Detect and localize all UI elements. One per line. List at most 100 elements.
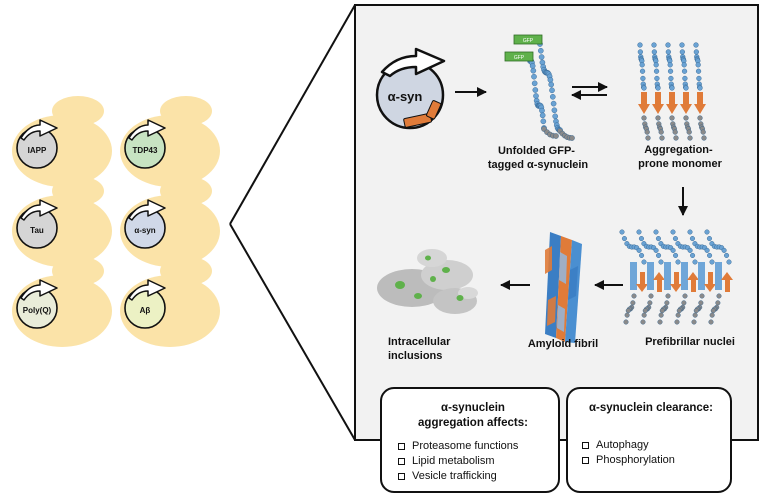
plasmid-arrow-icon: [128, 119, 166, 141]
monomer-bead: [654, 75, 660, 82]
nuclei-tail-bead: [716, 293, 722, 299]
nuclei-tail-bead: [708, 319, 714, 325]
monomer-bead: [640, 75, 646, 82]
nuclei-tail-bead: [624, 312, 630, 318]
amyloid-fibril-icon: [545, 232, 582, 343]
monomer-bead: [653, 68, 660, 74]
nuclei-tail-bead: [709, 312, 715, 318]
monomer-bead: [651, 49, 657, 55]
monomer-bead: [679, 42, 685, 48]
monomer-bead: [637, 42, 643, 48]
alpha-syn-plasmid-icon: [375, 47, 446, 130]
gfp-tag: [513, 34, 543, 45]
aggregation-effects-list: Proteasome functions Lipid metabolism Ve…: [398, 439, 548, 484]
monomer-bead: [695, 62, 701, 68]
yeast-plasmid-label: Tau: [30, 226, 44, 235]
beta-strand-arrow: [653, 272, 665, 292]
nuclei-tail-bead: [675, 312, 681, 318]
yeast-plasmid-label: Poly(Q): [23, 306, 52, 315]
nuclei-bead: [724, 252, 730, 258]
checkbox-icon: [582, 457, 589, 464]
monomer-tail-bead: [644, 129, 650, 135]
list-item: Autophagy: [582, 438, 720, 453]
monomer-tail-bead: [683, 115, 689, 121]
monomer-tail-bead: [658, 129, 664, 135]
nuclei-tail-bead: [630, 300, 636, 306]
nuclei-tail-bead: [657, 319, 663, 325]
yeast-inclusions-icon: [377, 249, 478, 314]
nuclei-bead: [670, 229, 676, 235]
alpha-synuclein-bead: [547, 77, 554, 83]
monomer-tail-bead: [655, 115, 661, 121]
alpha-synuclein-bead: [538, 47, 544, 54]
nuclei-tail-bead: [665, 293, 671, 299]
nuclei-tail-bead: [625, 308, 631, 314]
nuclei-bead: [655, 236, 661, 242]
nuclei-bead: [687, 229, 693, 235]
nuclei-tail-bead: [648, 293, 654, 299]
beta-strand-arrow: [680, 92, 692, 114]
nuclei-bead: [690, 252, 696, 258]
label-prefibrillar: Prefibrillar nuclei: [645, 336, 735, 348]
nuclei-bead: [707, 252, 713, 258]
nuclei-tail-bead: [640, 319, 646, 325]
nuclei-tail-bead: [664, 300, 670, 306]
nuclei-bead: [672, 236, 678, 242]
alpha-synuclein-bead: [530, 67, 537, 74]
list-item: Proteasome functions: [398, 439, 548, 454]
nuclei-tail-bead: [658, 312, 664, 318]
monomer-tail-bead: [659, 135, 665, 141]
yeast-plasmid-label: Aβ: [140, 306, 151, 315]
monomer-bead: [667, 62, 673, 68]
beta-strand-bar: [698, 262, 705, 290]
plasmid-arrow-icon: [20, 279, 58, 301]
monomer-bead: [637, 49, 643, 55]
alpha-synuclein-tail-bead: [569, 135, 575, 141]
alpha-synuclein-bead: [550, 94, 556, 100]
nuclei-bead: [689, 236, 695, 242]
nuclei-bead: [639, 252, 645, 258]
nuclei-bead: [704, 247, 710, 253]
clearance-box-title: α-synuclein clearance:: [588, 402, 714, 414]
monomer-tail-bead: [697, 115, 703, 121]
nuclei-bead: [670, 247, 676, 253]
alpha-synuclein-bead: [531, 80, 538, 87]
nuclei-bead: [709, 259, 715, 265]
beta-strand-arrow: [687, 272, 699, 292]
nuclei-tail-bead: [681, 300, 687, 306]
aggregation-prone-monomer-strands: [637, 42, 707, 141]
monomer-bead: [653, 62, 659, 68]
monomer-bead: [679, 49, 685, 55]
label-monomer: Aggregation- prone monomer: [638, 144, 722, 170]
nuclei-tail-bead: [693, 308, 699, 314]
monomer-tail-bead: [686, 129, 692, 135]
checkbox-icon: [582, 442, 589, 449]
alpha-synuclein-bead: [550, 100, 557, 107]
nuclei-bead: [621, 236, 627, 242]
nuclei-tail-bead: [647, 300, 653, 306]
plasmid-arrow-icon: [128, 279, 166, 301]
nuclei-bead: [673, 252, 679, 258]
beta-strand-arrow: [670, 272, 682, 292]
monomer-tail-bead: [673, 135, 679, 141]
monomer-bead: [681, 62, 687, 68]
yeast-plasmid-label: IAPP: [28, 146, 47, 155]
monomer-bead: [667, 68, 674, 74]
plasmid-label: α-syn: [388, 89, 423, 104]
checkbox-icon: [398, 473, 405, 480]
nuclei-bead: [619, 229, 625, 235]
aggregation-effects-box: α-synuclein aggregation affects: Proteas…: [380, 387, 560, 493]
beta-strand-bar: [664, 262, 671, 290]
monomer-bead: [681, 68, 688, 74]
nuclei-bead: [704, 229, 710, 235]
nuclei-tail-bead: [642, 308, 648, 314]
monomer-bead: [668, 75, 674, 82]
alpha-synuclein-bead: [540, 118, 547, 125]
nuclei-tail-bead: [676, 308, 682, 314]
nuclei-bead: [687, 247, 693, 253]
aggregation-box-title: α-synuclein aggregation affects:: [418, 402, 528, 429]
prefibrillar-nuclei-strands: [619, 229, 733, 325]
monomer-bead: [639, 62, 645, 68]
